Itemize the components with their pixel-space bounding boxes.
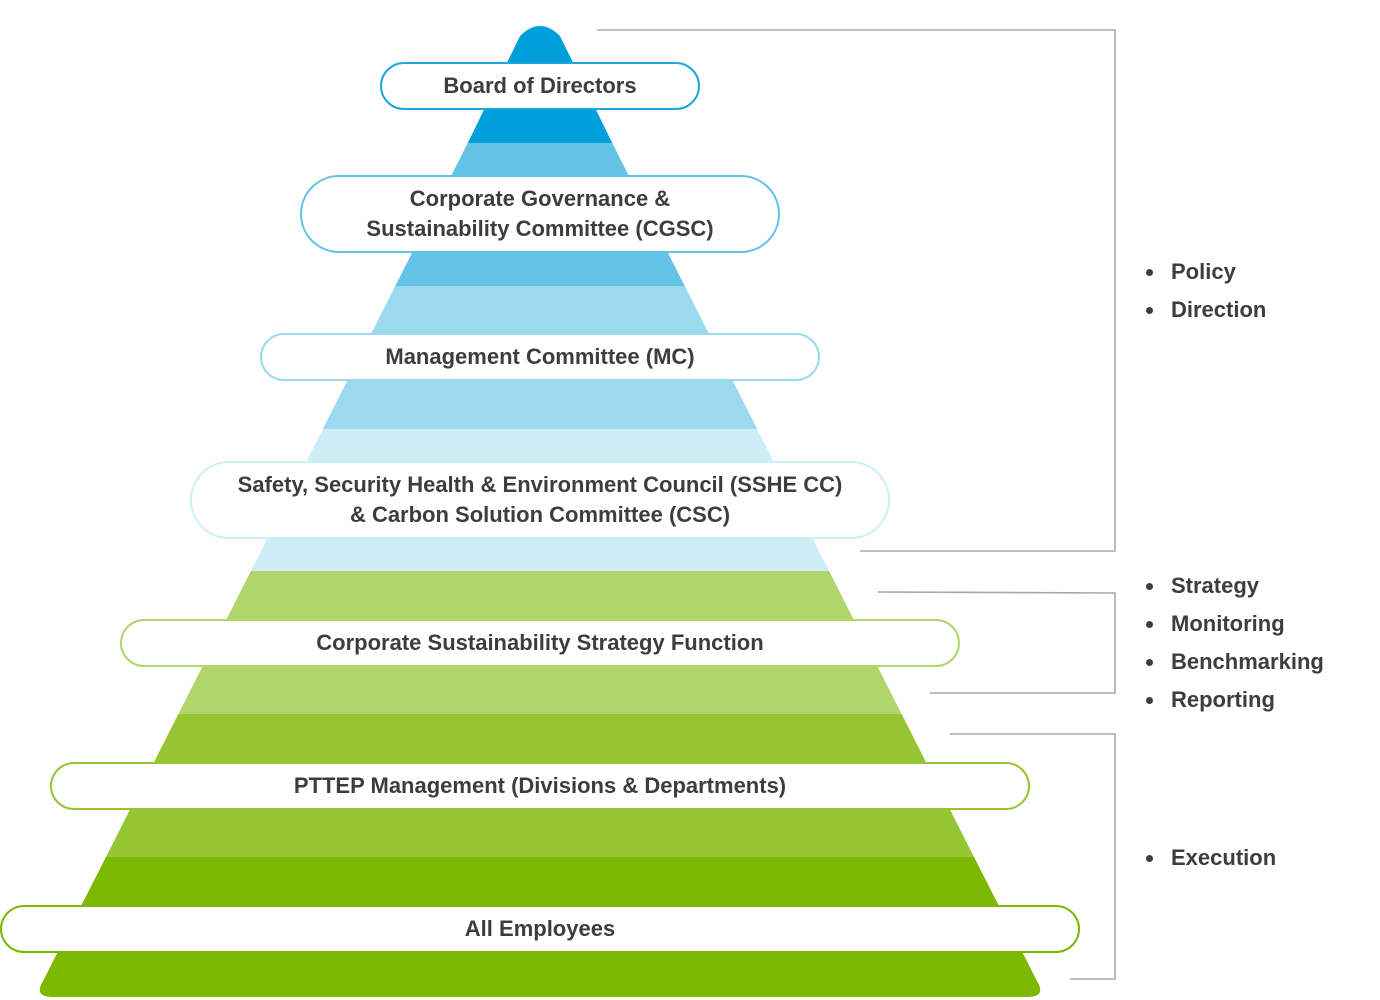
role-item: Benchmarking	[1146, 643, 1324, 681]
level-all-employees: All Employees	[0, 905, 1080, 953]
level-cgsc: Corporate Governance & Sustainability Co…	[300, 175, 780, 253]
level-label: Corporate Governance & Sustainability Co…	[366, 186, 714, 241]
bracket-policy-direction	[597, 29, 1116, 552]
level-label: All Employees	[464, 916, 616, 941]
level-label: Board of Directors	[443, 73, 637, 98]
level-pttep-management: PTTEP Management (Divisions & Department…	[50, 762, 1030, 810]
bracket-lines	[597, 29, 1116, 980]
role-item: Execution	[1146, 839, 1276, 877]
role-item: Monitoring	[1146, 605, 1324, 643]
role-item: Reporting	[1146, 681, 1324, 719]
role-item: Strategy	[1146, 567, 1324, 605]
level-sshe-council-csc: Safety, Security Health & Environment Co…	[190, 461, 890, 539]
role-item: Direction	[1146, 291, 1266, 329]
level-label: PTTEP Management (Divisions & Department…	[293, 773, 787, 798]
bracket-execution	[950, 733, 1116, 980]
roles-policy-direction: Policy Direction	[1146, 253, 1266, 329]
level-label: Safety, Security Health & Environment Co…	[237, 472, 843, 527]
level-board-of-directors: Board of Directors	[380, 62, 700, 110]
level-management-committee: Management Committee (MC)	[260, 333, 820, 381]
bracket-strategy-reporting	[877, 591, 1116, 694]
level-sustainability-strategy-function: Corporate Sustainability Strategy Functi…	[120, 619, 960, 667]
roles-execution: Execution	[1146, 839, 1276, 877]
level-label: Management Committee (MC)	[385, 344, 695, 369]
roles-strategy-reporting: Strategy Monitoring Benchmarking Reporti…	[1146, 567, 1324, 719]
role-item: Policy	[1146, 253, 1266, 291]
level-label: Corporate Sustainability Strategy Functi…	[316, 630, 764, 655]
